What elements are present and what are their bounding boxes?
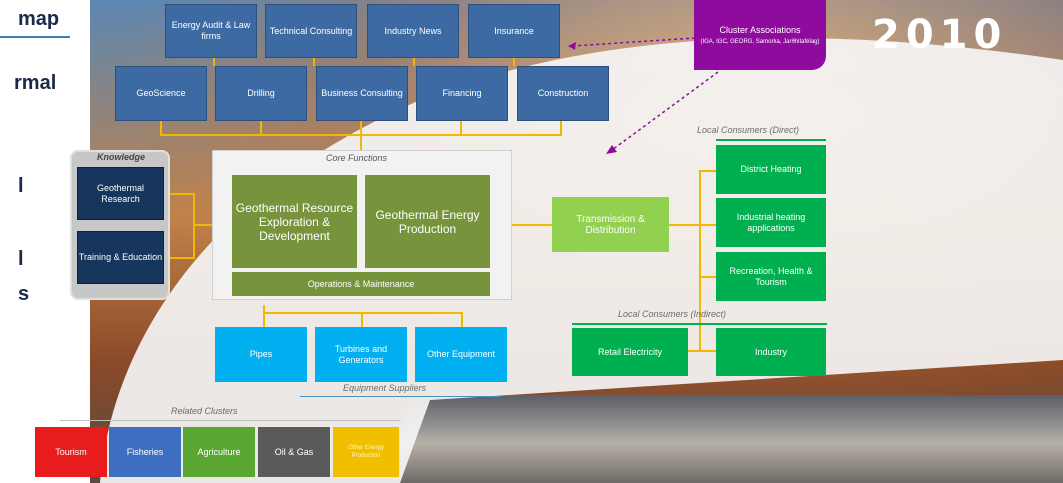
connector	[688, 350, 716, 352]
left-word-l2: l	[18, 248, 24, 270]
connector	[460, 121, 462, 135]
indirect-title: Local Consumers (Indirect)	[618, 309, 727, 319]
left-word-rmal: rmal	[14, 72, 57, 94]
connector	[699, 224, 716, 226]
connector	[513, 50, 515, 66]
consumer-industrial-heating: Industrial heating applications	[716, 198, 826, 247]
core-exploration: Geothermal Resource Exploration & Develo…	[232, 175, 357, 268]
left-word-map: map	[18, 8, 60, 30]
related-other-energy: Other Energy Production	[333, 427, 399, 477]
transmission-distribution: Transmission & Distribution	[552, 197, 669, 252]
connector	[213, 50, 215, 66]
connector	[699, 276, 716, 278]
connector	[193, 193, 195, 259]
connector	[413, 50, 415, 66]
service-industry-news: Industry News	[367, 4, 459, 58]
connector	[699, 170, 716, 172]
related-underline	[60, 420, 400, 421]
knowledge-geothermal-research: Geothermal Research	[77, 167, 164, 220]
knowledge-title: Knowledge	[97, 152, 146, 162]
core-production: Geothermal Energy Production	[365, 175, 490, 268]
service-drilling: Drilling	[215, 66, 307, 121]
service-construction: Construction	[517, 66, 609, 121]
service-business-consulting: Business Consulting	[316, 66, 408, 121]
year-title: 2010	[872, 12, 1008, 58]
left-word-s: s	[18, 283, 30, 305]
service-technical-consulting: Technical Consulting	[265, 4, 357, 58]
connector	[160, 121, 162, 135]
connector	[461, 312, 463, 327]
equipment-title: Equipment Suppliers	[343, 383, 427, 393]
equipment-turbines: Turbines and Generators	[315, 327, 407, 382]
beach-photo	[400, 395, 1063, 483]
connector	[512, 224, 552, 226]
consumer-retail-electricity: Retail Electricity	[572, 328, 688, 376]
connector	[170, 193, 194, 195]
direct-underline	[716, 139, 826, 141]
left-underline	[0, 36, 70, 38]
direct-title: Local Consumers (Direct)	[697, 125, 800, 135]
connector	[193, 224, 212, 226]
connector	[260, 121, 262, 135]
related-tourism: Tourism	[35, 427, 107, 477]
connector	[263, 312, 463, 314]
connector	[669, 224, 700, 226]
consumer-district-heating: District Heating	[716, 145, 826, 194]
connector	[263, 305, 265, 327]
related-fisheries: Fisheries	[109, 427, 181, 477]
service-energy-audit: Energy Audit & Law firms	[165, 4, 257, 58]
connector	[360, 121, 362, 135]
equipment-underline	[300, 396, 500, 397]
connector	[699, 170, 701, 352]
service-geoscience: GeoScience	[115, 66, 207, 121]
cluster-members: (IGA, IGC, GEORG, Samorka, Jarðhitafélag…	[700, 38, 820, 45]
connector	[360, 134, 362, 150]
consumer-recreation-tourism: Recreation, Health & Tourism	[716, 252, 826, 301]
connector	[170, 257, 194, 259]
dashed-arrows	[568, 37, 719, 154]
indirect-underline	[572, 323, 827, 325]
related-oil-gas: Oil & Gas	[258, 427, 330, 477]
related-title: Related Clusters	[171, 406, 238, 416]
connector	[560, 121, 562, 135]
core-title: Core Functions	[326, 153, 388, 163]
related-agriculture: Agriculture	[183, 427, 255, 477]
cluster-title: Cluster Associations	[719, 24, 801, 35]
equipment-other: Other Equipment	[415, 327, 507, 382]
knowledge-training-education: Training & Education	[77, 231, 164, 284]
cluster-associations-box: Cluster Associations (IGA, IGC, GEORG, S…	[694, 0, 826, 70]
service-financing: Financing	[416, 66, 508, 121]
consumer-industry: Industry	[716, 328, 826, 376]
left-word-l1: l	[18, 175, 24, 197]
core-operations: Operations & Maintenance	[232, 272, 490, 296]
equipment-pipes: Pipes	[215, 327, 307, 382]
connector	[313, 50, 315, 66]
connector	[361, 312, 363, 327]
service-insurance: Insurance	[468, 4, 560, 58]
